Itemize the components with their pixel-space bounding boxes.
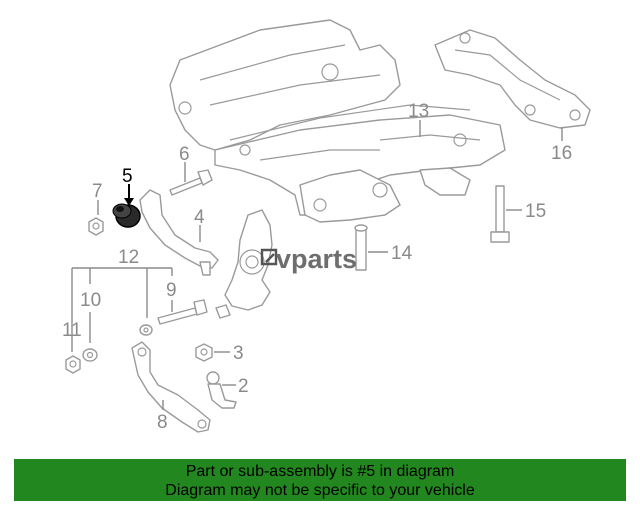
knuckle-part[interactable] <box>215 209 273 319</box>
watermark-logo: vparts <box>260 244 357 274</box>
callout-13[interactable]: 13 <box>408 101 429 122</box>
callout-11[interactable]: 11 <box>62 320 82 341</box>
callout-labels: 13 16 6 5 7 4 15 14 12 9 10 11 3 2 8 <box>62 101 572 433</box>
watermark-text: vparts <box>276 244 357 274</box>
control-arm-part-4[interactable] <box>139 189 219 276</box>
callout-5[interactable]: 5 <box>122 166 133 187</box>
callout-6[interactable]: 6 <box>179 144 190 165</box>
crossmember-part-16[interactable] <box>434 29 591 129</box>
nut-part-11[interactable] <box>65 355 81 374</box>
bolt-part-6[interactable] <box>169 169 213 196</box>
logo-mark-icon <box>260 248 278 266</box>
bushing-part-5[interactable] <box>112 203 141 228</box>
washer-part[interactable] <box>139 324 153 336</box>
stud-part-14[interactable] <box>354 224 368 271</box>
nut-part-3[interactable] <box>195 343 213 362</box>
nut-part-7[interactable] <box>88 217 104 236</box>
banner-line-2: Diagram may not be specific to your vehi… <box>165 482 475 499</box>
callout-4[interactable]: 4 <box>194 207 205 228</box>
callout-3[interactable]: 3 <box>233 343 244 364</box>
ball-joint-part-2[interactable] <box>206 371 237 409</box>
lower-arm-part-8[interactable] <box>131 341 211 433</box>
washer-part-10[interactable] <box>82 348 98 362</box>
callout-10[interactable]: 10 <box>80 290 101 311</box>
callout-2[interactable]: 2 <box>238 376 249 397</box>
banner-line-1: Part or sub-assembly is #5 in diagram <box>185 463 455 480</box>
callout-14[interactable]: 14 <box>391 243 413 264</box>
callout-8[interactable]: 8 <box>157 412 168 433</box>
subframe-part-13[interactable] <box>169 19 506 223</box>
leader-lines <box>71 120 563 410</box>
bolt-part-15[interactable] <box>490 185 510 243</box>
part-5-arrow <box>124 198 134 206</box>
callout-16[interactable]: 16 <box>551 143 572 164</box>
callout-7[interactable]: 7 <box>92 181 103 202</box>
callout-15[interactable]: 15 <box>525 201 546 222</box>
info-banner: Part or sub-assembly is #5 in diagram Di… <box>14 459 626 501</box>
bolt-part-9[interactable] <box>157 299 208 325</box>
callout-12[interactable]: 12 <box>118 247 139 268</box>
callout-9[interactable]: 9 <box>166 280 177 301</box>
